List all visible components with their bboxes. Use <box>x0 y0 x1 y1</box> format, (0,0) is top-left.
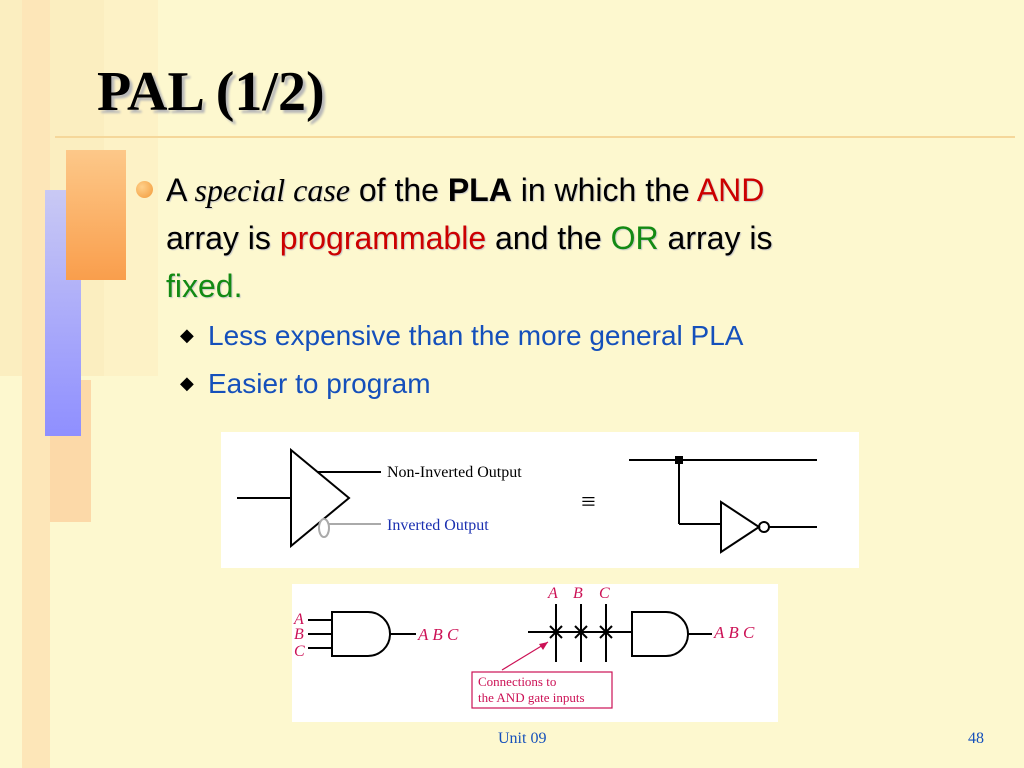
output-left-label: A B C <box>417 625 459 644</box>
output-right-label: A B C <box>713 623 755 642</box>
sub-bullet-1-text: Less expensive than the more general PLA <box>208 320 744 351</box>
and-gate-left-icon <box>331 611 391 657</box>
top-b-label: B <box>573 585 583 602</box>
footer-page-number: 48 <box>968 730 984 747</box>
inversion-bubble-icon <box>318 518 330 538</box>
input-c-label: C <box>294 643 305 660</box>
text-and-the: and the <box>495 220 602 256</box>
connection-arrow-icon <box>539 642 548 650</box>
text-array-is: array is <box>166 220 271 256</box>
and-gate-diagram: A B C A B C A B C A B C <box>292 584 778 722</box>
sub-bullet-2-text: Easier to program <box>208 368 431 399</box>
sub-bullet-1: ◆ Less expensive than the more general PL… <box>180 320 743 352</box>
decor-block-orange <box>66 150 126 280</box>
diamond-bullet-icon: ◆ <box>180 373 194 393</box>
text-of-the: of the <box>358 172 439 208</box>
text-a: A <box>166 172 186 208</box>
footer-unit: Unit 09 <box>498 730 547 747</box>
text-or: OR <box>610 220 659 256</box>
text-programmable: programmable <box>279 220 487 256</box>
title-divider <box>55 136 1015 138</box>
equivalent-symbol: ≡ <box>581 487 596 516</box>
slide-title: PAL (1/2) <box>97 61 325 123</box>
connection-note-box <box>471 671 613 709</box>
text-fixed: fixed. <box>166 268 243 304</box>
inverter-triangle-icon <box>720 500 761 554</box>
non-inverted-label: Non-Inverted Output <box>387 464 522 481</box>
text-and: AND <box>696 172 765 208</box>
input-b-label: B <box>294 626 304 643</box>
inverted-label: Inverted Output <box>387 517 489 534</box>
sub-bullet-2: ◆ Easier to program <box>180 368 431 400</box>
connection-arrow-line <box>501 641 549 671</box>
text-pla: PLA <box>447 172 512 208</box>
note-line-2: the AND gate inputs <box>478 690 585 705</box>
and-gate-right-icon <box>631 611 689 657</box>
junction-dot-icon <box>675 456 683 464</box>
top-a-label: A <box>547 585 558 602</box>
diamond-bullet-icon: ◆ <box>180 325 194 345</box>
text-in-which-the: in which the <box>520 172 690 208</box>
input-a-label: A <box>293 611 304 628</box>
bullet-dot-icon <box>136 181 153 198</box>
main-bullet: A special case of the PLA in which the A… <box>166 166 966 310</box>
text-array-is-2: array is <box>667 220 773 256</box>
buffer-diagram: Non-Inverted Output Inverted Output ≡ <box>221 432 859 568</box>
top-c-label: C <box>599 585 610 602</box>
note-line-1: Connections to <box>478 674 556 689</box>
text-special-case: special case <box>194 172 350 208</box>
